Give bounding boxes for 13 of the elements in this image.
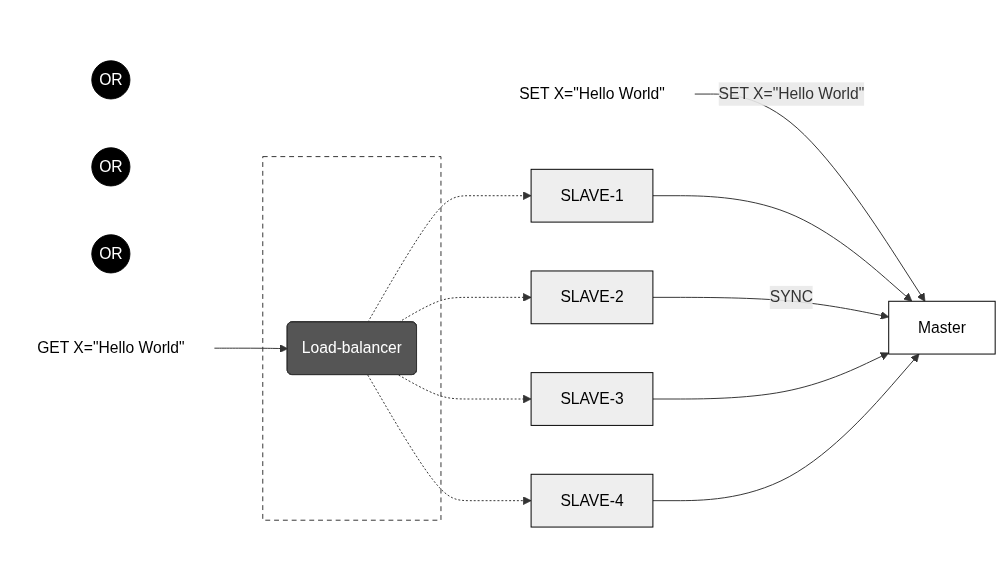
edge-label: SET X="Hello World"	[718, 84, 865, 102]
node-box: SLAVE-3	[530, 371, 654, 426]
node-box: Master	[888, 300, 996, 355]
node-circle: OR	[91, 233, 131, 273]
node-text: SET X="Hello World"	[519, 84, 665, 102]
node-box: SLAVE-2	[530, 270, 654, 324]
edge-label: SYNC	[769, 288, 814, 305]
node-text: GET X="Hello World"	[37, 338, 185, 356]
cluster	[262, 155, 442, 521]
node-box: SLAVE-1	[530, 168, 654, 223]
node-circle: OR	[91, 146, 131, 186]
node-circle: OR	[91, 59, 131, 99]
node-box: SLAVE-4	[530, 473, 654, 528]
